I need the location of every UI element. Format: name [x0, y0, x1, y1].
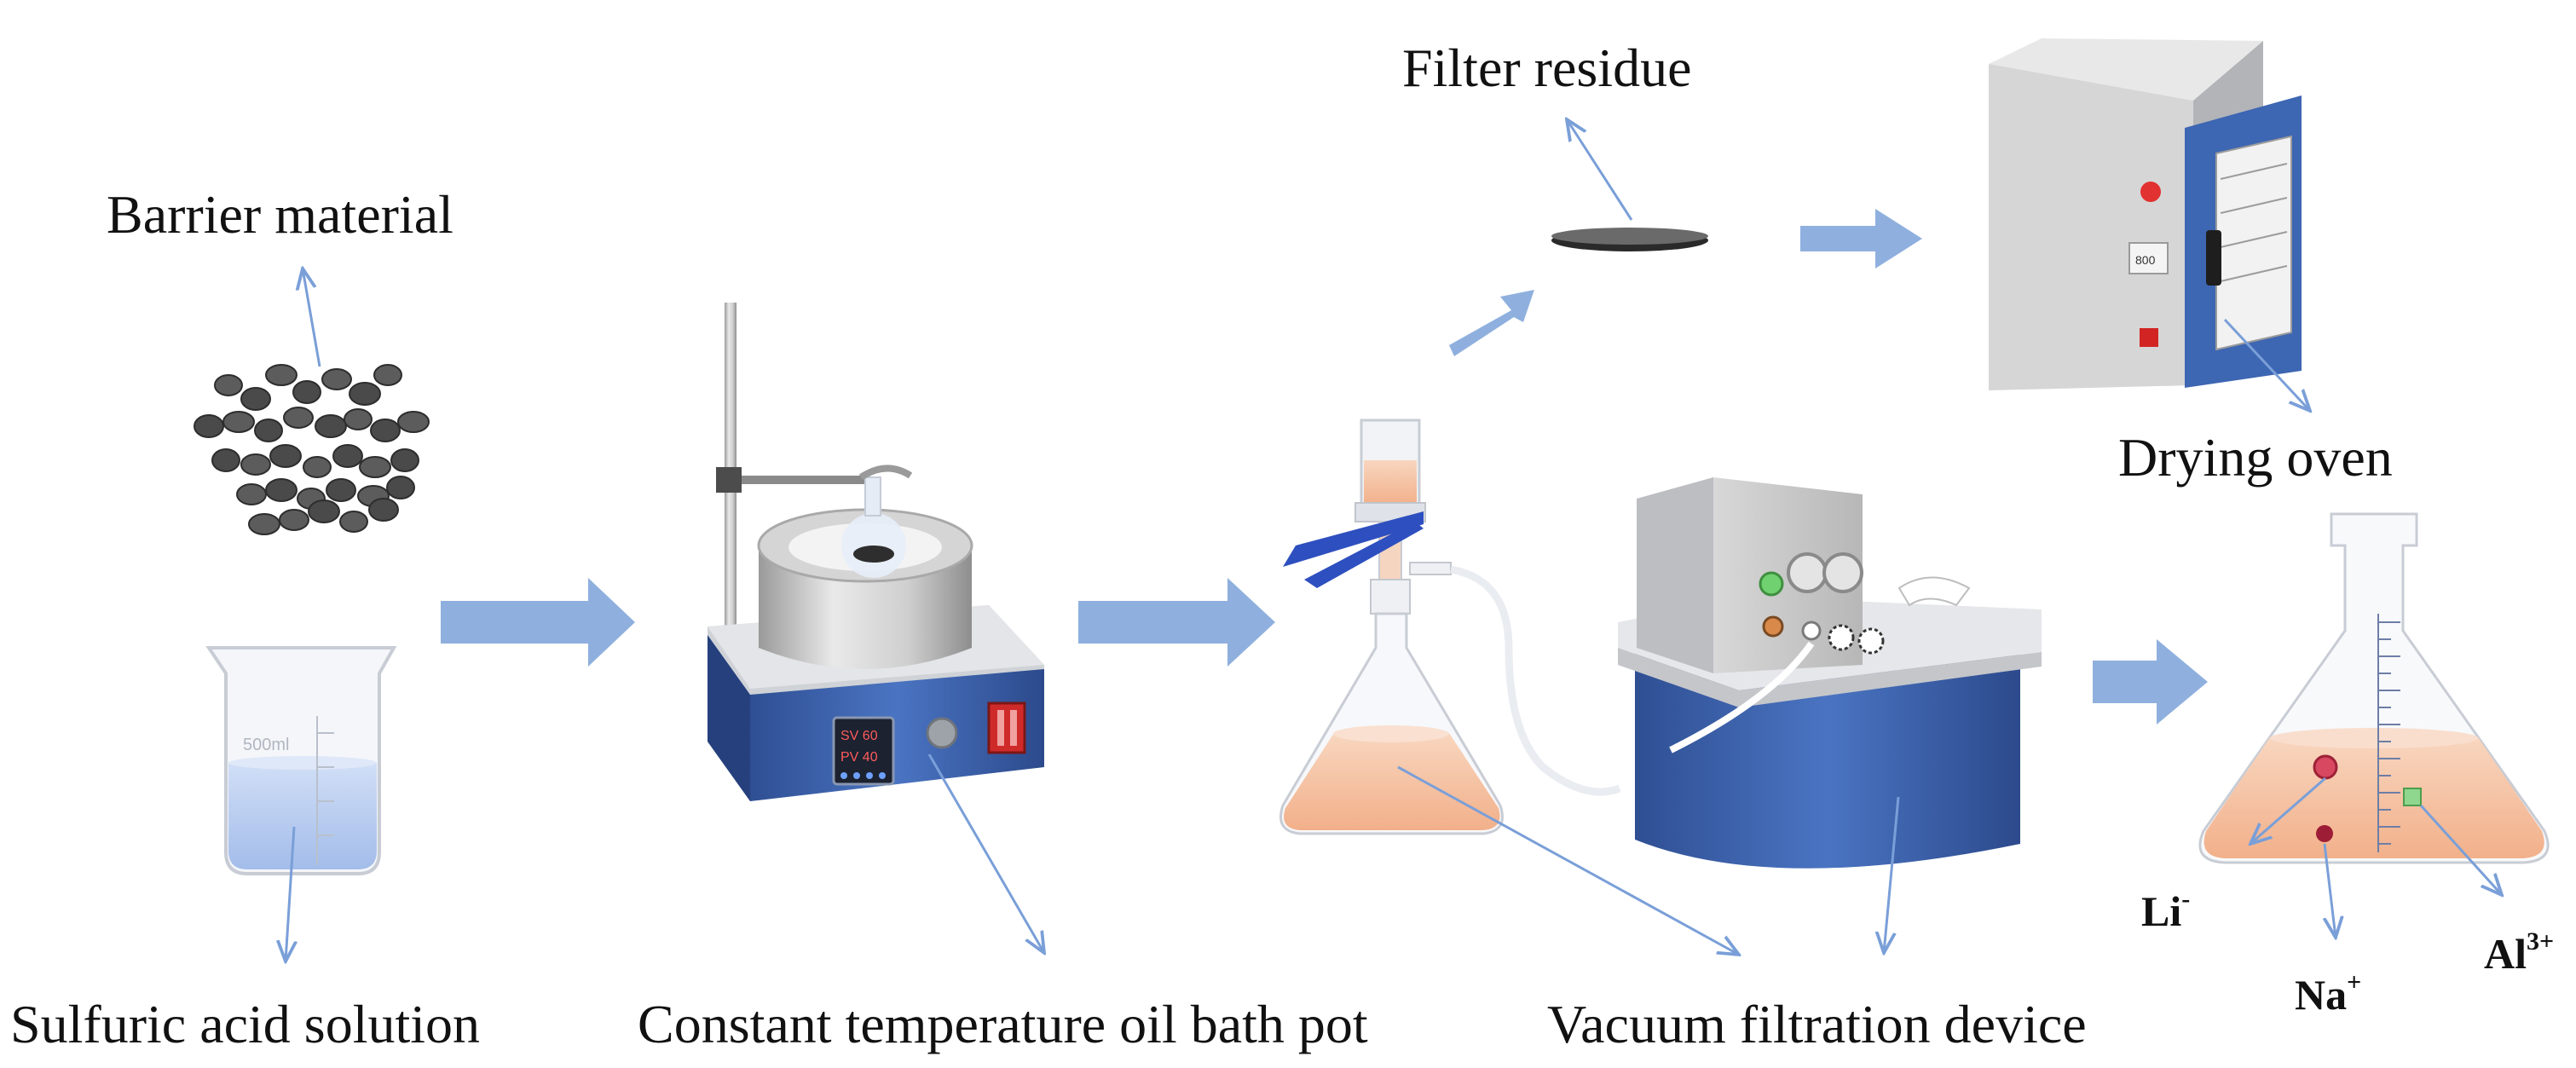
pellet	[269, 444, 302, 468]
label-ion-na: Na+	[2295, 968, 2362, 1019]
pellet	[240, 387, 271, 411]
oven-display-readout: 800	[2135, 253, 2156, 267]
pellet	[214, 374, 243, 396]
pellet	[326, 478, 356, 502]
arrow-to-filtration	[1078, 578, 1275, 667]
pellet	[386, 476, 415, 499]
pellet	[321, 368, 352, 390]
label-oil-bath-pot: Constant temperature oil bath pot	[638, 994, 1368, 1054]
beaker-volume-label: 500ml	[243, 736, 289, 754]
pellet	[373, 364, 402, 386]
pellet	[222, 411, 255, 433]
pellet	[332, 444, 363, 468]
pellet	[211, 448, 240, 472]
pellet	[279, 509, 309, 531]
beaker-icon: 500ml	[205, 646, 397, 875]
oil-bath-device: SV 60 PV 40	[708, 303, 1044, 801]
pellet	[283, 407, 314, 429]
label-filter-residue: Filter residue	[1402, 38, 1692, 98]
label-sulfuric-acid-solution: Sulfuric acid solution	[10, 994, 481, 1054]
label-ion-li: Li-	[2141, 885, 2191, 935]
drying-oven-device: 800	[1989, 38, 2302, 390]
pellet	[344, 408, 373, 430]
pellet	[193, 414, 224, 438]
arrow-to-oil-bath	[441, 578, 635, 667]
pellet	[248, 513, 280, 535]
label-ion-al: Al3+	[2484, 927, 2555, 978]
pellet	[240, 453, 271, 476]
pellet	[254, 419, 283, 442]
arrow-to-flask	[2093, 639, 2208, 725]
pellet	[236, 483, 267, 505]
label-drying-oven: Drying oven	[2118, 427, 2393, 488]
pellet	[265, 478, 297, 502]
pellet	[308, 499, 340, 523]
barrier-material-pellets	[193, 364, 430, 535]
label-vacuum-filtration-device: Vacuum filtration device	[1547, 994, 2087, 1054]
arrow-to-drying-oven	[1800, 209, 1922, 268]
leader-lines	[286, 119, 2502, 961]
controller-pv-readout: PV 40	[840, 750, 878, 765]
pellet	[303, 456, 332, 478]
arrow-to-filter-residue	[1449, 290, 1534, 356]
pellet	[370, 419, 401, 442]
filter-residue-disc	[1551, 228, 1708, 251]
pellet	[315, 414, 347, 438]
pellet	[359, 456, 391, 478]
pellet	[292, 380, 321, 404]
pellet	[397, 411, 430, 433]
pellet	[368, 498, 399, 522]
erlenmeyer-flask	[2198, 512, 2550, 864]
label-barrier-material: Barrier material	[107, 184, 453, 245]
pellet	[339, 511, 368, 533]
process-arrows	[441, 209, 2208, 725]
pellet	[265, 364, 297, 386]
filtration-flask	[1279, 419, 1621, 835]
pellet	[390, 448, 419, 472]
vacuum-pump-device	[1618, 477, 2042, 869]
controller-sv-readout: SV 60	[840, 729, 878, 743]
pellet	[349, 382, 381, 406]
